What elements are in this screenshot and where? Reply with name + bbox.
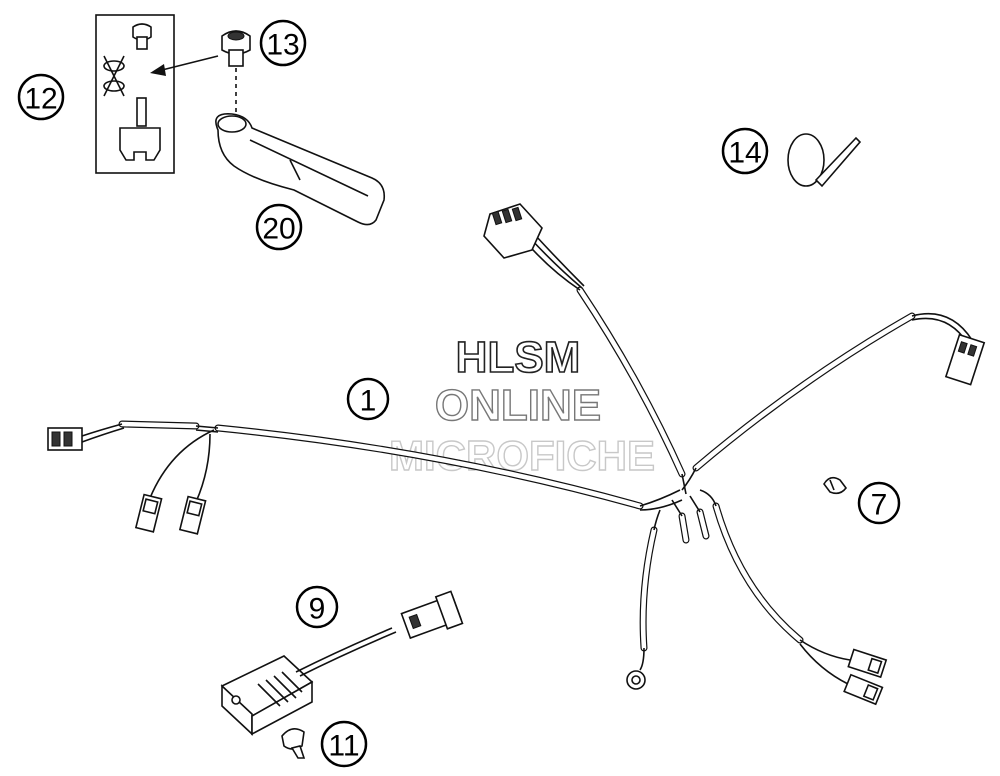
part-11-screw xyxy=(281,728,306,759)
callout-9[interactable]: 9 xyxy=(295,585,339,629)
spade-terminal-right-1 xyxy=(847,648,888,679)
part-12-washer-1 xyxy=(103,60,125,72)
part-7-body xyxy=(823,476,848,495)
part-13-shank xyxy=(228,49,244,67)
callout-11[interactable]: 11 xyxy=(320,720,368,768)
part-7-clip xyxy=(823,476,848,495)
part-13-grommet xyxy=(221,30,251,112)
callout-7[interactable]: 7 xyxy=(857,481,901,525)
part-20-eyelet xyxy=(217,115,247,133)
part-20-cover xyxy=(215,113,386,226)
part-12-axis xyxy=(103,55,125,97)
callout-20-label: 20 xyxy=(262,213,295,246)
part-12-washer-2 xyxy=(103,80,125,92)
part-9-regulator xyxy=(220,590,464,736)
callout-20[interactable]: 20 xyxy=(255,203,303,251)
part-14-tail xyxy=(814,136,862,188)
part-1-harness xyxy=(47,203,986,706)
callout-9-label: 9 xyxy=(309,593,326,626)
spade-terminal-right-2 xyxy=(843,673,884,706)
part-14-loop xyxy=(787,133,825,187)
regulator-connector xyxy=(400,590,464,640)
watermark-line1: HLSM xyxy=(456,333,581,382)
spade-terminal-left-2 xyxy=(178,495,207,535)
part-12-clip xyxy=(119,127,161,161)
part-20-ridge xyxy=(249,139,369,197)
part-13-hole xyxy=(227,31,245,41)
branch-spades xyxy=(712,502,804,644)
callout-1-label: 1 xyxy=(360,385,377,418)
regulator-fins xyxy=(257,671,303,707)
watermark-line2: ONLINE xyxy=(435,381,601,430)
connector-left xyxy=(47,427,83,451)
harness-left-wires xyxy=(81,423,125,443)
ring-terminal xyxy=(626,670,646,690)
callout-12[interactable]: 12 xyxy=(17,73,65,121)
spade-terminal-left-1 xyxy=(134,493,163,533)
callout-14[interactable]: 14 xyxy=(721,127,769,175)
callout-7-label: 7 xyxy=(871,489,888,522)
callout-13-label: 13 xyxy=(266,29,299,62)
callout-13[interactable]: 13 xyxy=(259,19,307,67)
part-12-kit xyxy=(95,14,175,174)
part-12-cap-shank xyxy=(136,36,148,50)
connector-right xyxy=(944,333,986,386)
arrow-13-to-12 xyxy=(150,55,219,76)
harness-junction xyxy=(639,489,683,511)
callout-11-label: 11 xyxy=(328,730,359,763)
branch-right xyxy=(692,312,916,472)
part-20-body xyxy=(215,113,386,226)
part-14-cable-tie xyxy=(787,133,862,188)
connector-top xyxy=(483,203,543,259)
part-12-stud xyxy=(136,97,147,127)
callout-12-label: 12 xyxy=(24,83,57,116)
callout-1[interactable]: 1 xyxy=(346,377,390,421)
callout-14-label: 14 xyxy=(728,137,761,170)
